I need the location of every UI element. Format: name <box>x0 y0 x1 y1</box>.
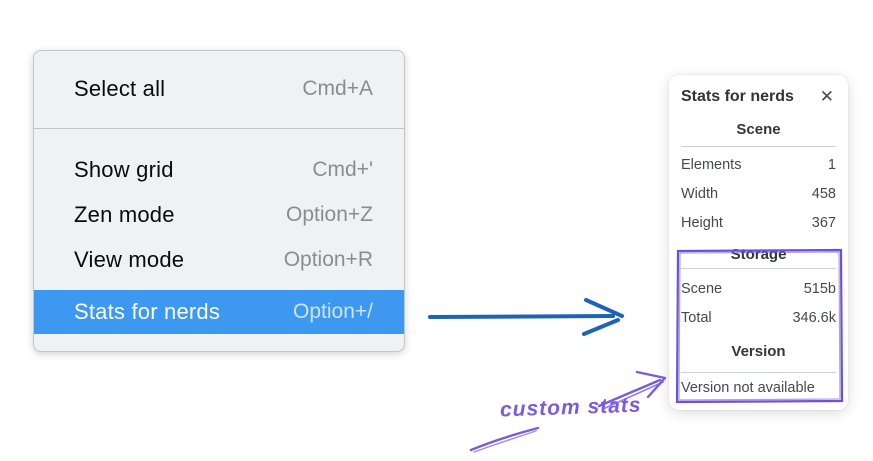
menu-item-shortcut: Option+Z <box>286 203 373 226</box>
section-heading-scene: Scene <box>736 121 781 138</box>
menu-item-zen-mode[interactable]: Zen mode Option+Z <box>34 193 404 237</box>
stat-label: Width <box>681 186 719 202</box>
stat-label: Elements <box>681 157 742 173</box>
annotation-tail <box>469 426 540 453</box>
menu-item-label: Stats for nerds <box>74 299 221 324</box>
menu-item-shortcut: Cmd+A <box>302 77 373 100</box>
menu-item-label: View mode <box>74 247 185 272</box>
section-divider <box>681 372 836 373</box>
stats-panel-title: Stats for nerds <box>681 87 794 105</box>
stat-value: 1 <box>827 157 836 173</box>
close-icon[interactable]: ✕ <box>819 87 834 106</box>
flow-arrow <box>428 298 624 336</box>
menu-item-view-mode[interactable]: View mode Option+R <box>34 238 404 282</box>
menu-item-label: Select all <box>74 76 166 101</box>
stat-row-width: Width 458 <box>681 180 836 209</box>
menu-item-stats-for-nerds[interactable]: Stats for nerds Option+/ <box>34 290 404 334</box>
section-divider <box>681 146 836 147</box>
menu-item-show-grid[interactable]: Show grid Cmd+' <box>34 148 404 192</box>
stat-row-elements: Elements 1 <box>681 151 836 180</box>
storage-rows: Scene 515b Total 346.6k <box>681 275 836 333</box>
section-heading-storage: Storage <box>730 246 787 263</box>
stat-row-scene-size: Scene 515b <box>681 275 836 304</box>
menu-item-shortcut: Cmd+' <box>312 158 373 181</box>
menu-item-shortcut: Option+/ <box>293 300 373 323</box>
stat-row-height: Height 367 <box>681 209 836 238</box>
stat-value: 458 <box>811 186 836 202</box>
menu-section: Show grid Cmd+' Zen mode Option+Z View m… <box>34 129 404 351</box>
stat-row-total-size: Total 346.6k <box>681 304 836 333</box>
stat-value: 346.6k <box>792 310 836 326</box>
menu-item-label: Zen mode <box>74 202 175 227</box>
stats-panel: Stats for nerds ✕ Scene Elements 1 Width… <box>669 75 848 410</box>
menu-item-shortcut: Option+R <box>283 248 373 271</box>
stats-panel-header: Stats for nerds ✕ <box>681 87 836 106</box>
menu-item-label: Show grid <box>74 157 174 182</box>
section-heading-version: Version <box>731 343 786 360</box>
stat-value: 515b <box>803 281 836 297</box>
menu-divider <box>34 128 404 129</box>
annotation-text: custom stats <box>499 393 642 422</box>
stat-label: Scene <box>681 281 723 297</box>
section-divider <box>681 268 836 269</box>
stat-value: 367 <box>811 215 836 231</box>
version-note: Version not available <box>681 380 815 396</box>
stat-label: Total <box>681 310 712 326</box>
scene-rows: Elements 1 Width 458 Height 367 <box>681 151 836 238</box>
menu-section: Select all Cmd+A <box>34 51 404 128</box>
menu-item-select-all[interactable]: Select all Cmd+A <box>34 67 404 111</box>
stat-label: Height <box>681 215 723 231</box>
context-menu: Select all Cmd+A Show grid Cmd+' Zen mod… <box>33 50 405 352</box>
